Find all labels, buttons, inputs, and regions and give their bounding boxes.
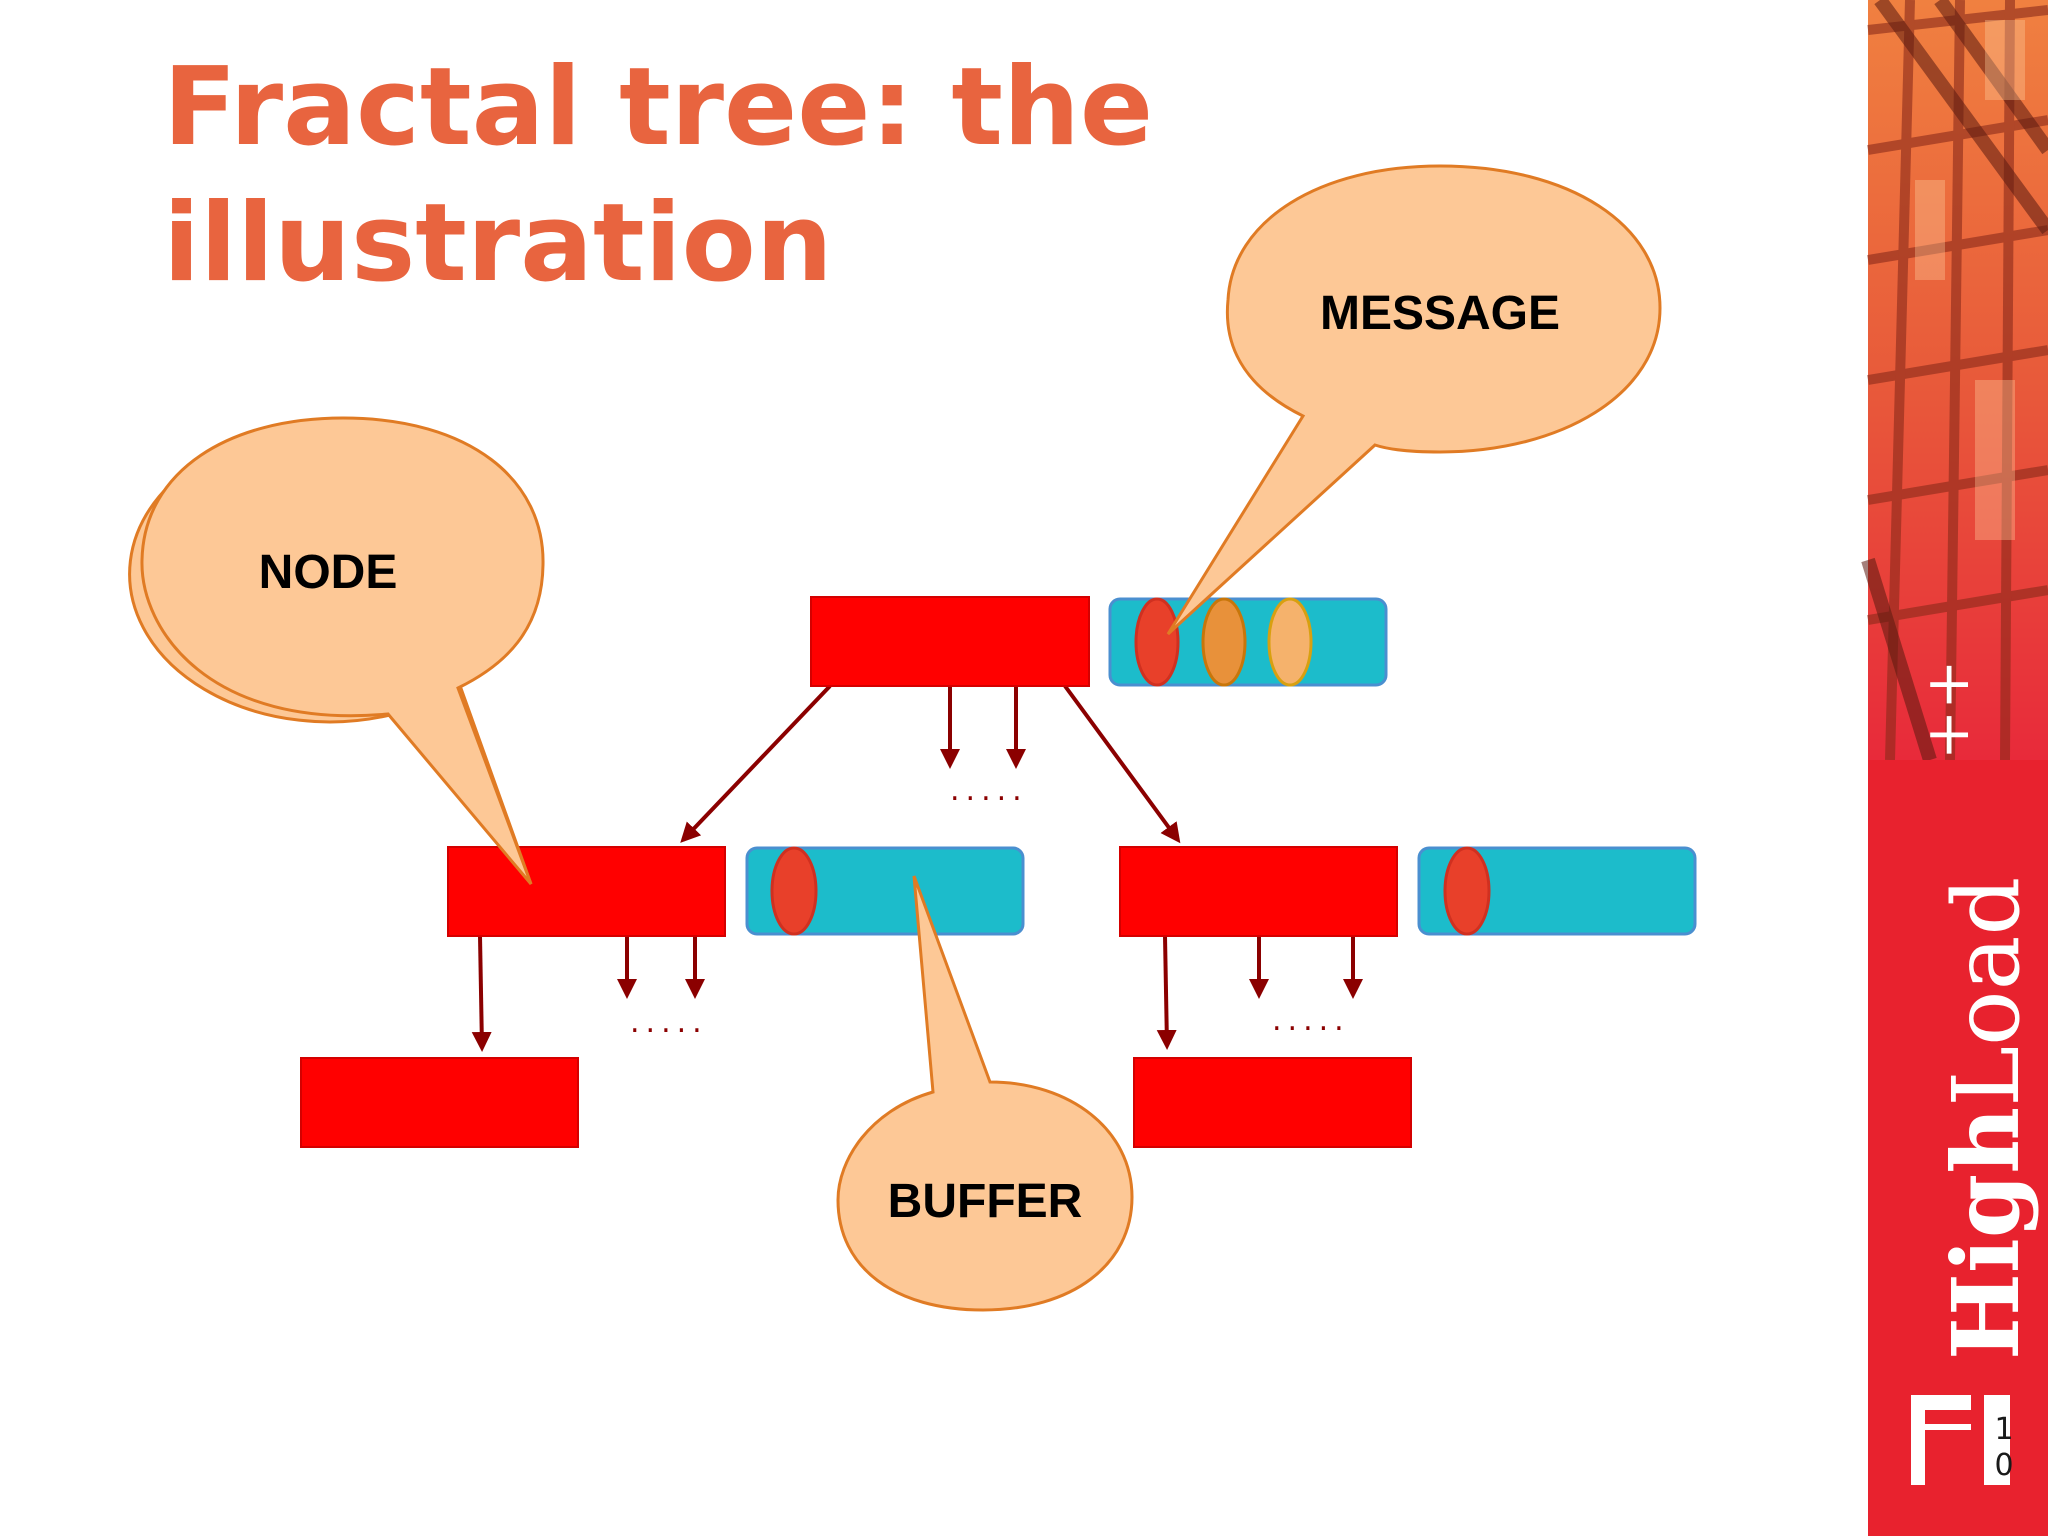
title-line-1: Fractal tree: the bbox=[163, 45, 1154, 170]
highload-logo-icon bbox=[1911, 1395, 2010, 1485]
ellipsis-root: ..... bbox=[950, 773, 1028, 808]
message-left bbox=[770, 846, 818, 936]
page-number-digit-1: 1 bbox=[1994, 1412, 2014, 1447]
brand-wordmark: HighLoad bbox=[1932, 877, 2040, 1360]
buffer-right bbox=[1417, 846, 1697, 936]
ellipsis-right: ..... bbox=[1272, 1003, 1350, 1038]
node-right bbox=[1119, 846, 1398, 937]
node-leaf-right bbox=[1133, 1057, 1412, 1148]
callout-buffer-label: BUFFER bbox=[888, 1175, 1083, 1228]
node-left bbox=[447, 846, 726, 937]
message-right bbox=[1443, 846, 1491, 936]
node-leaf-left bbox=[300, 1057, 579, 1148]
message-1 bbox=[1134, 597, 1180, 687]
edge-right-leaf bbox=[1156, 935, 1177, 1050]
callout-node-label: NODE bbox=[259, 546, 398, 599]
buffer-left bbox=[745, 846, 1025, 936]
page-number-digit-2: 0 bbox=[1994, 1448, 2014, 1483]
callout-message-shape bbox=[1166, 164, 1662, 636]
slide-title: Fractal tree: the illustration bbox=[163, 40, 1263, 312]
edge-left-leaf bbox=[471, 935, 492, 1052]
callout-buffer-shape bbox=[836, 875, 1134, 1312]
message-2 bbox=[1201, 597, 1247, 687]
architecture-pattern bbox=[1861, 0, 2048, 763]
brand-suffix: ++ bbox=[1913, 659, 1983, 760]
fractal-tree-diagram: ..... ..... ..... NODE MES bbox=[128, 164, 1697, 1312]
callout-message-label: MESSAGE bbox=[1320, 287, 1560, 340]
page-number: 1 0 bbox=[1992, 1412, 2016, 1484]
callout-node-shape bbox=[140, 416, 545, 885]
node-root bbox=[810, 596, 1090, 687]
message-3 bbox=[1267, 597, 1313, 687]
title-line-2: illustration bbox=[163, 181, 833, 306]
ellipsis-left: ..... bbox=[630, 1005, 708, 1040]
edge-root-left bbox=[680, 684, 832, 843]
edge-root-right bbox=[1063, 684, 1181, 844]
